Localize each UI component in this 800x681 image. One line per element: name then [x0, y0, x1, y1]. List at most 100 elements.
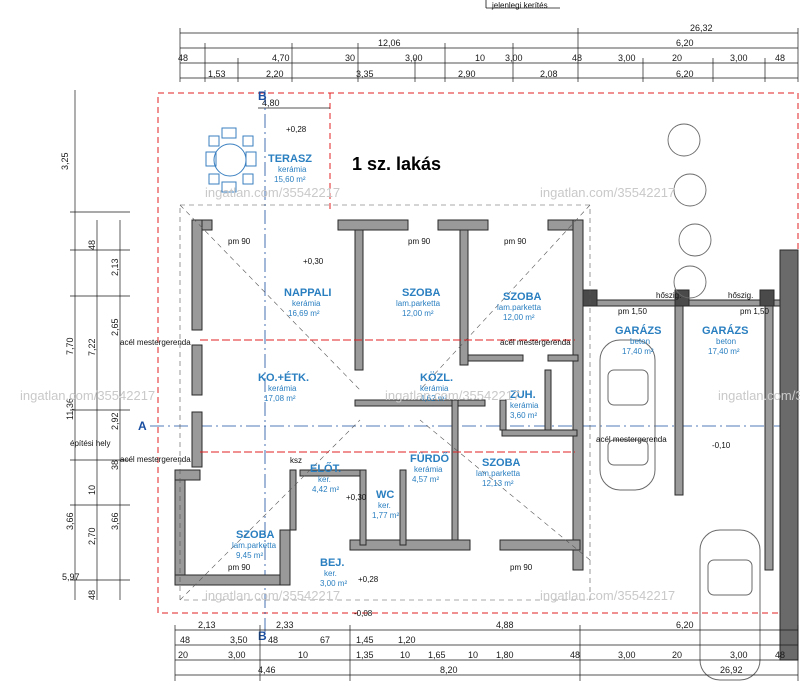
svg-text:9,45 m²: 9,45 m² — [236, 551, 263, 560]
axis-b-label-top: B — [258, 89, 267, 103]
watermark-1: ingatlan.com/35542217 — [205, 185, 340, 200]
svg-text:kerámia: kerámia — [420, 384, 449, 393]
svg-text:-0,10: -0,10 — [712, 441, 731, 450]
dim-bottom-total: 26,92 — [720, 665, 743, 675]
dim-bottom-row3: 10 — [468, 650, 478, 660]
dim-top-row2: 20 — [672, 53, 682, 63]
svg-text:pm 1,50: pm 1,50 — [618, 307, 647, 316]
dim-top-row2: 4,70 — [272, 53, 290, 63]
dim-top-row1-b: 6,20 — [676, 38, 694, 48]
roof-lines — [179, 204, 591, 601]
svg-text:lam.parketta: lam.parketta — [232, 541, 277, 550]
dim-left: 38 — [110, 460, 120, 470]
watermark-5: ingatlan.com/35542217 — [718, 388, 800, 403]
dim-left: 7,70 — [65, 337, 75, 355]
dim-top-row2: 48 — [572, 53, 582, 63]
svg-text:beton: beton — [630, 337, 650, 346]
svg-text:lam.parketta: lam.parketta — [396, 299, 441, 308]
walls — [174, 219, 584, 586]
svg-text:ELŐT.: ELŐT. — [310, 462, 341, 475]
dim-top-row2: 48 — [775, 53, 785, 63]
svg-text:BEJ.: BEJ. — [320, 557, 344, 569]
fence-note: jelenlegi kerítés — [491, 1, 548, 10]
room-szoba-3: SZOBA lam.parketta 12,13 m² — [476, 457, 521, 488]
svg-text:GARÁZS: GARÁZS — [702, 324, 748, 337]
room-furdo: FÜRDŐ kerámia 4,57 m² — [410, 452, 450, 484]
page-title: 1 sz. lakás — [352, 154, 441, 174]
bottom-dimensions — [174, 625, 799, 681]
svg-text:beton: beton — [716, 337, 736, 346]
dim-top-row3: 3,35 — [356, 69, 374, 79]
svg-text:lam.parketta: lam.parketta — [497, 303, 542, 312]
svg-text:4,42 m²: 4,42 m² — [312, 485, 339, 494]
svg-text:12,00 m²: 12,00 m² — [503, 313, 535, 322]
dim-bottom-row1: 2,33 — [276, 620, 294, 630]
svg-text:FÜRDŐ: FÜRDŐ — [410, 452, 450, 465]
dim-left: 2,92 — [110, 412, 120, 430]
dim-bottom-row2: 3,50 — [230, 635, 248, 645]
room-zuhanyzo: ZUH. kerámia 3,60 m² — [510, 389, 539, 420]
svg-text:pm 90: pm 90 — [504, 237, 527, 246]
dim-bottom-row4: 8,20 — [440, 665, 458, 675]
dim-left: 2,65 — [110, 318, 120, 336]
insulation-note-1: hőszig. — [656, 291, 681, 300]
dim-bottom-row1: 2,13 — [198, 620, 216, 630]
dim-left: 7,22 — [87, 338, 97, 356]
svg-text:pm 90: pm 90 — [228, 563, 251, 572]
svg-text:SZOBA: SZOBA — [402, 287, 441, 299]
svg-text:12,00 m²: 12,00 m² — [402, 309, 434, 318]
dim-top-row2: 48 — [178, 53, 188, 63]
dim-bottom-row3: 48 — [570, 650, 580, 660]
dim-total-top: 26,32 — [690, 23, 713, 33]
svg-text:12,13 m²: 12,13 m² — [482, 479, 514, 488]
svg-text:4,62 m²: 4,62 m² — [420, 394, 447, 403]
svg-text:kerámia: kerámia — [278, 165, 307, 174]
room-konyha: KO.+ÉTK. kerámia 17,08 m² — [258, 371, 309, 403]
svg-text:pm 90: pm 90 — [510, 563, 533, 572]
dim-left: 3,66 — [110, 512, 120, 530]
dim-bottom-row1: 4,88 — [496, 620, 514, 630]
dim-top-row2: 10 — [475, 53, 485, 63]
svg-text:SZOBA: SZOBA — [503, 291, 542, 303]
svg-text:3,60 m²: 3,60 m² — [510, 411, 537, 420]
svg-text:ker.: ker. — [318, 475, 331, 484]
room-bejarat: BEJ. ker. 3,00 m² — [320, 557, 347, 588]
svg-text:17,40 m²: 17,40 m² — [622, 347, 654, 356]
room-szoba-4: SZOBA lam.parketta 9,45 m² — [232, 529, 277, 560]
dim-bottom-row3: 1,35 — [356, 650, 374, 660]
dim-top-row3: 1,53 — [208, 69, 226, 79]
dim-left: 3,66 — [65, 512, 75, 530]
dim-bottom-row3: 3,00 — [730, 650, 748, 660]
garage — [582, 249, 799, 661]
dim-bottom-row2: 67 — [320, 635, 330, 645]
svg-text:1,77 m²: 1,77 m² — [372, 511, 399, 520]
svg-text:16,69 m²: 16,69 m² — [288, 309, 320, 318]
dim-bottom-row3: 20 — [672, 650, 682, 660]
svg-text:kerámia: kerámia — [510, 401, 539, 410]
dim-left: 2,13 — [110, 258, 120, 276]
dim-top-row2: 3,00 — [730, 53, 748, 63]
room-terasz: TERASZ kerámia 15,60 m² — [268, 153, 312, 184]
svg-text:KO.+ÉTK.: KO.+ÉTK. — [258, 371, 309, 384]
room-szoba-2: SZOBA lam.parketta 12,00 m² — [497, 291, 542, 322]
svg-text:pm 90: pm 90 — [228, 237, 251, 246]
room-eloter: ELŐT. ker. 4,42 m² — [310, 462, 341, 494]
dim-top-row3: 6,20 — [676, 69, 694, 79]
room-garazs-2: GARÁZS beton 17,40 m² — [702, 324, 748, 356]
dim-top-row1-a: 12,06 — [378, 38, 401, 48]
svg-text:KÖZL.: KÖZL. — [420, 371, 453, 384]
svg-text:lam.parketta: lam.parketta — [476, 469, 521, 478]
svg-text:17,40 m²: 17,40 m² — [708, 347, 740, 356]
svg-text:kerámia: kerámia — [414, 465, 443, 474]
dim-terrace-width: 4,80 — [262, 98, 280, 108]
dim-top-row3: 2,08 — [540, 69, 558, 79]
car-parking — [699, 529, 761, 681]
level-markers: +0,28 +0,30 +0,30 -0,10 +0,28 -0,08 — [286, 125, 731, 618]
watermark-6: ingatlan.com/35542217 — [205, 588, 340, 603]
svg-text:SZOBA: SZOBA — [482, 457, 521, 469]
svg-text:WC: WC — [376, 489, 394, 501]
svg-text:ker.: ker. — [324, 569, 337, 578]
svg-text:pm 1,50: pm 1,50 — [740, 307, 769, 316]
ksz-note: ksz — [290, 456, 302, 465]
